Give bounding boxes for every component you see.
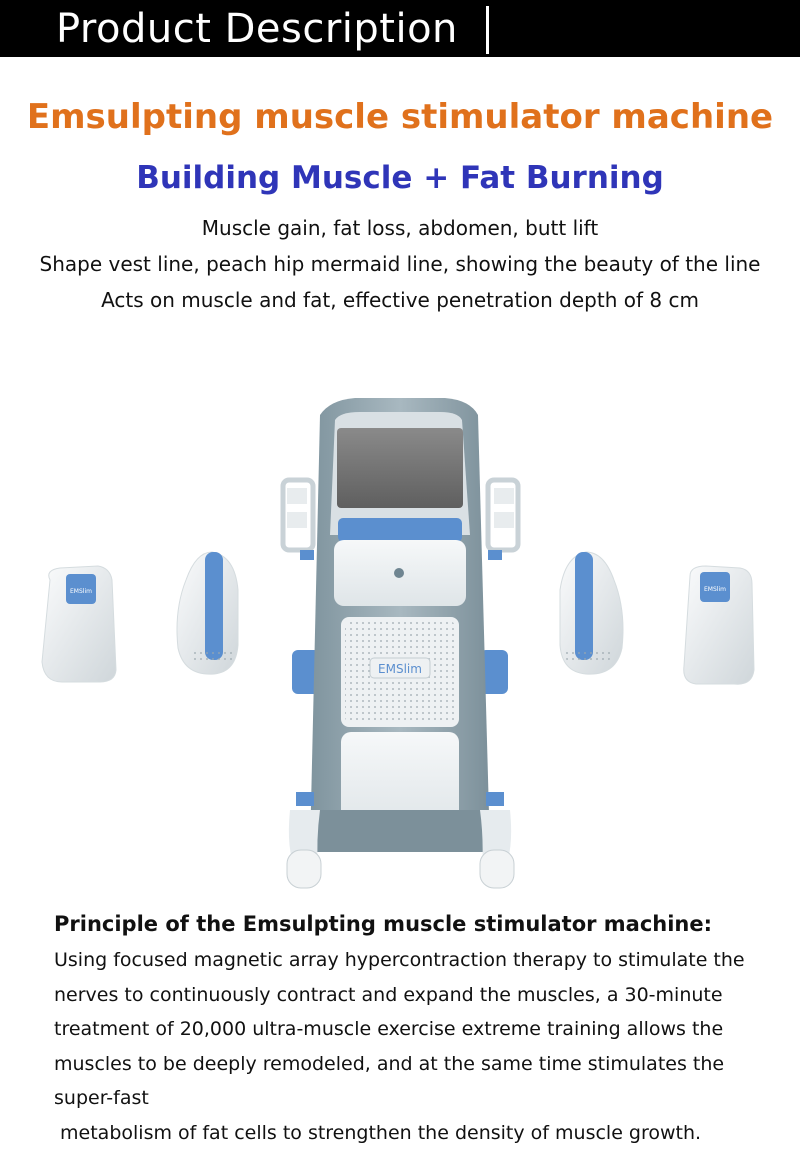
svg-text:EMSlim: EMSlim	[70, 588, 92, 595]
principle-line: super-fast	[54, 1087, 149, 1109]
description-line: Acts on muscle and fat, effective penetr…	[101, 288, 699, 312]
wheels	[286, 792, 515, 889]
handpiece-left	[176, 551, 239, 675]
right-cable-hooks	[485, 477, 521, 560]
product-subtitle: Building Muscle + Fat Burning	[136, 160, 664, 196]
page-title: Product Description	[22, 2, 489, 57]
left-side-hook	[292, 650, 320, 694]
principle-line: muscles to be deeply remodeled, and at t…	[54, 1052, 725, 1075]
handpiece-right	[559, 551, 624, 675]
description: Muscle gain, fat loss, abdomen, butt lif…	[0, 210, 800, 318]
principle-line: metabolism of fat cells to strengthen th…	[54, 1121, 702, 1144]
machine-cabinet: EMSlim	[300, 398, 500, 852]
principle-heading: Principle of the Emsulpting muscle stimu…	[54, 912, 713, 936]
bottom-panel	[341, 732, 459, 830]
brand-label: EMSlim	[378, 662, 422, 676]
product-title: Emsulpting muscle stimulator machine	[26, 97, 774, 137]
screen	[337, 428, 463, 508]
principle-line: Using focused magnetic array hypercontra…	[54, 949, 745, 971]
handpiece-far-right: EMSlim	[683, 565, 755, 685]
left-cable-hooks	[280, 477, 316, 560]
handpiece-far-left: EMSlim	[41, 565, 117, 683]
principle-line: nerves to continuously contract and expa…	[54, 983, 723, 1006]
header-bar: Product Description	[0, 0, 800, 57]
power-knob	[394, 568, 404, 578]
product-image: EMSlim EMSlim EMSlim	[41, 398, 755, 889]
principle-section: Principle of the Emsulpting muscle stimu…	[54, 905, 774, 1150]
description-line: Shape vest line, peach hip mermaid line,…	[39, 252, 761, 276]
tray	[338, 518, 462, 542]
right-side-hook	[480, 650, 508, 694]
svg-text:EMSlim: EMSlim	[704, 586, 726, 593]
description-line: Muscle gain, fat loss, abdomen, butt lif…	[201, 216, 599, 240]
principle-line: treatment of 20,000 ultra-muscle exercis…	[54, 1018, 724, 1040]
